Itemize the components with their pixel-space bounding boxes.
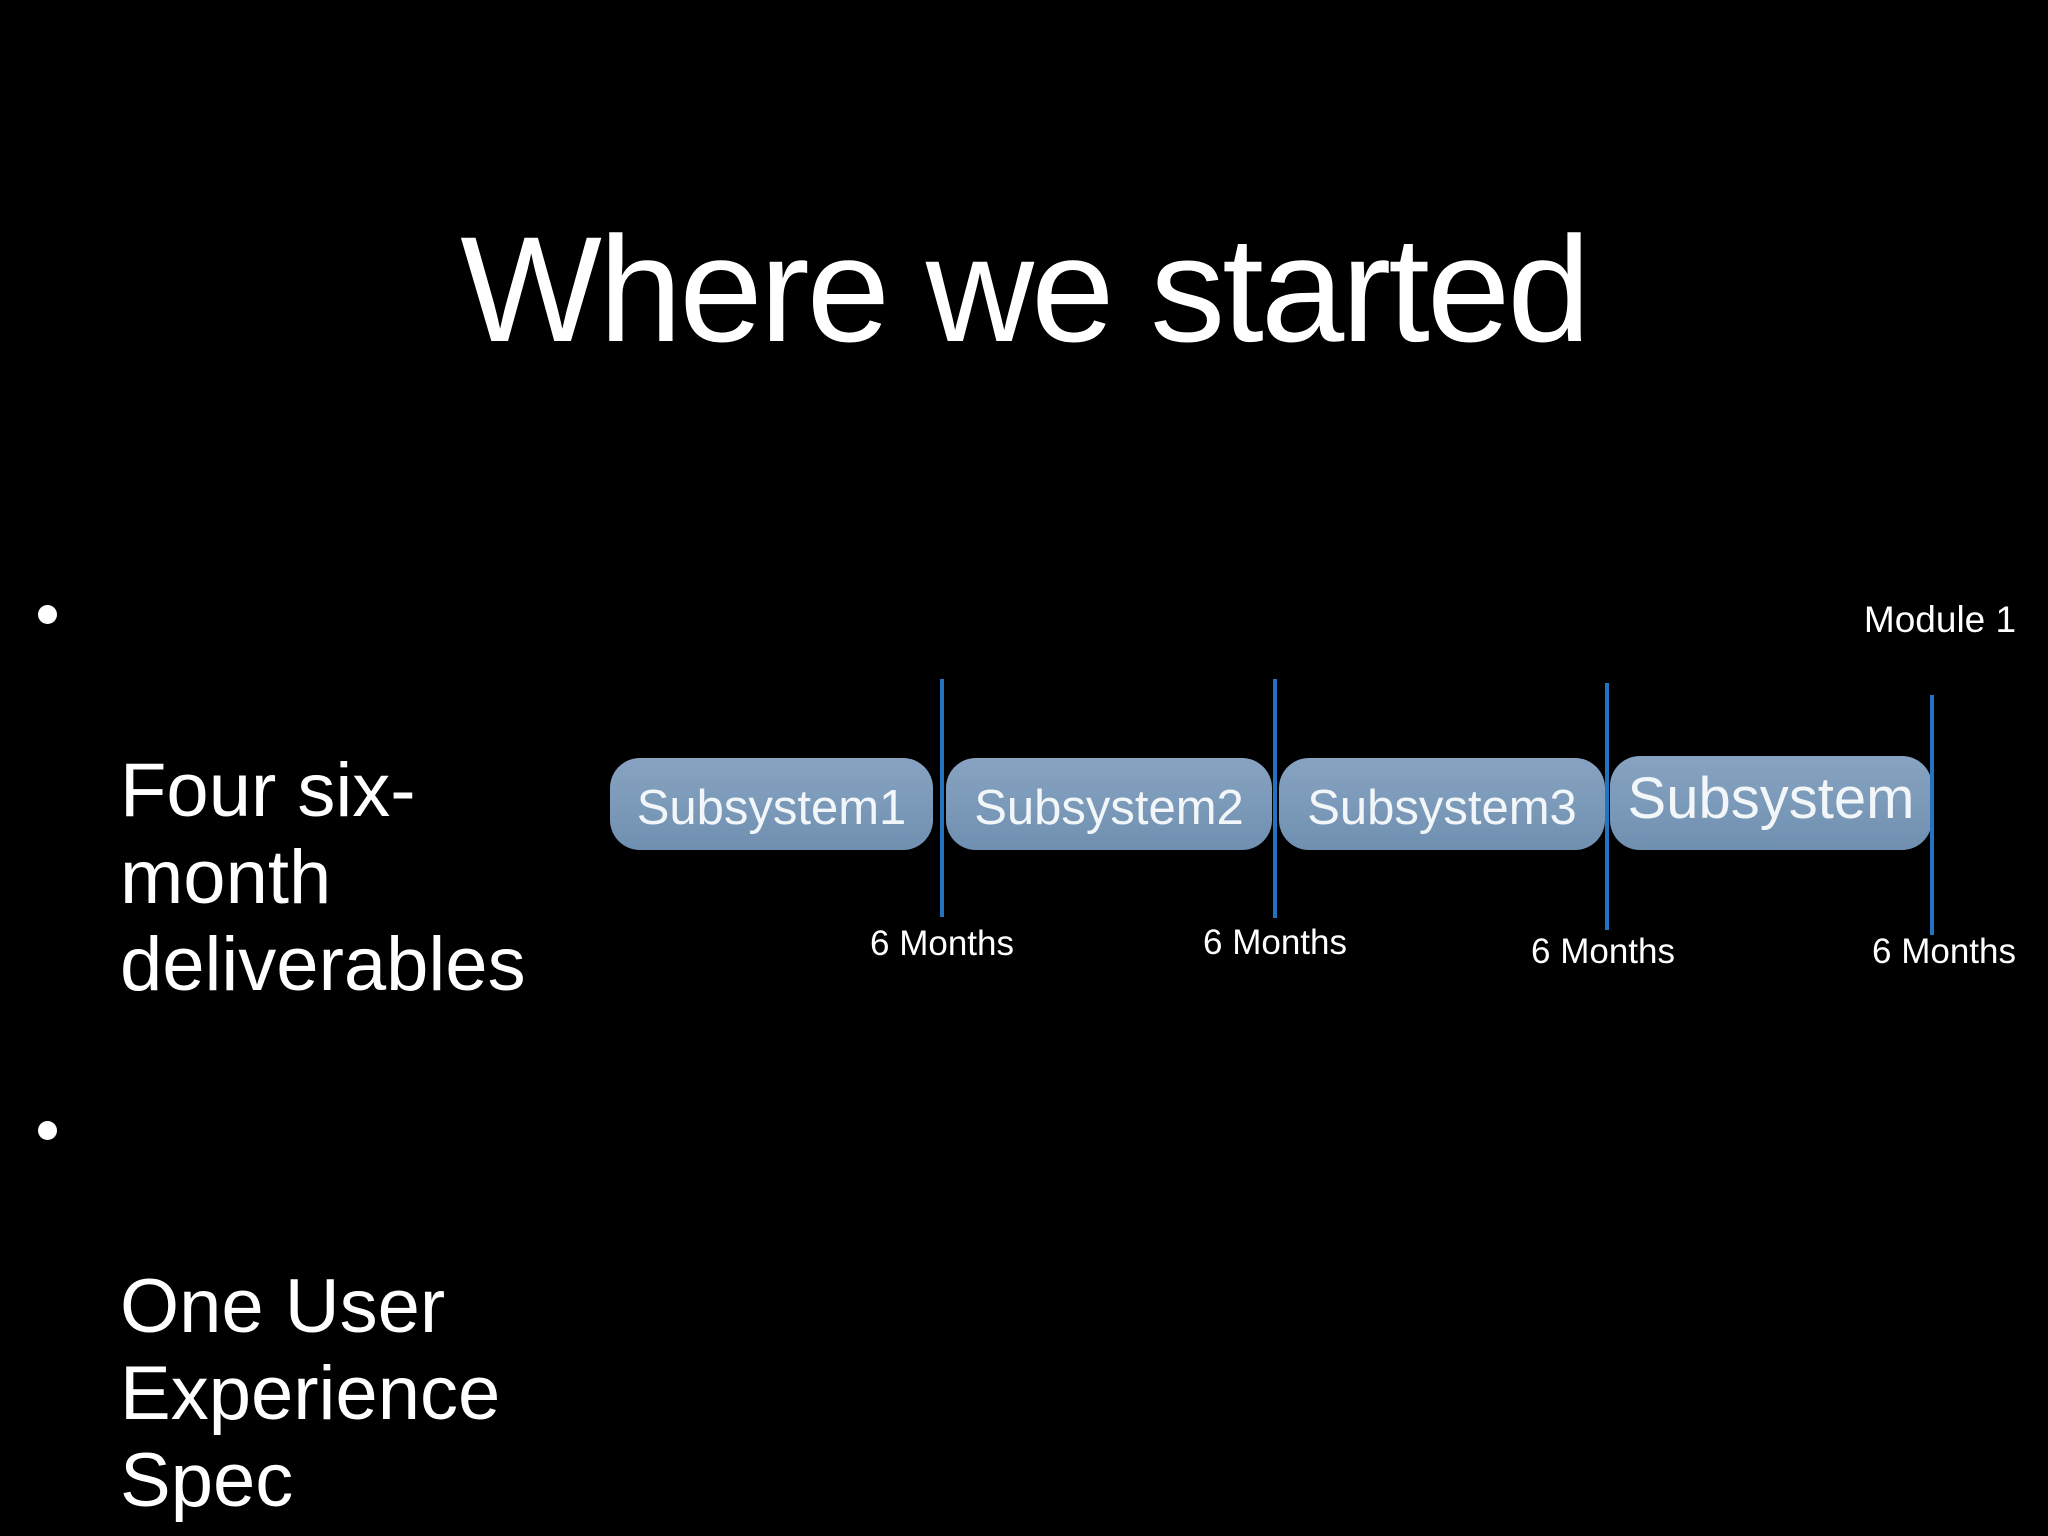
subsystem-box-label: Subsystem1 [636, 780, 907, 835]
milestone-divider-4 [1930, 695, 1934, 935]
bullet-text: One User Experience Spec [120, 1264, 501, 1523]
slide-title: Where we started [460, 204, 1590, 373]
bullet-list: Four six- month deliverables One User Ex… [0, 573, 526, 1524]
bullet-marker-icon [38, 1121, 57, 1140]
subsystem-box-1: Subsystem1 [610, 758, 933, 850]
bullet-item-ux-spec: One User Experience Spec [0, 1089, 520, 1524]
milestone-divider-1 [940, 679, 944, 917]
subsystem-box-label: Subsystem [1627, 766, 1915, 831]
bullet-text: Four six- month deliverables [120, 748, 526, 1007]
module-label: Module 1 [1863, 599, 2017, 640]
subsystem-box-4: Subsystem [1610, 756, 1932, 850]
milestone-label-3: 6 Months [1531, 932, 1675, 971]
milestone-label-4: 6 Months [1872, 932, 2016, 971]
subsystem-box-2: Subsystem2 [946, 758, 1272, 850]
bullet-marker-icon [38, 605, 57, 624]
subsystem-box-label: Subsystem2 [974, 780, 1244, 835]
milestone-label-2: 6 Months [1203, 923, 1347, 962]
milestone-label-1: 6 Months [870, 924, 1014, 963]
subsystem-box-3: Subsystem3 [1279, 758, 1605, 850]
milestone-divider-2 [1273, 679, 1277, 918]
subsystem-box-label: Subsystem3 [1307, 780, 1577, 835]
milestone-divider-3 [1605, 683, 1609, 930]
bullet-item-deliverables: Four six- month deliverables [0, 573, 526, 1008]
